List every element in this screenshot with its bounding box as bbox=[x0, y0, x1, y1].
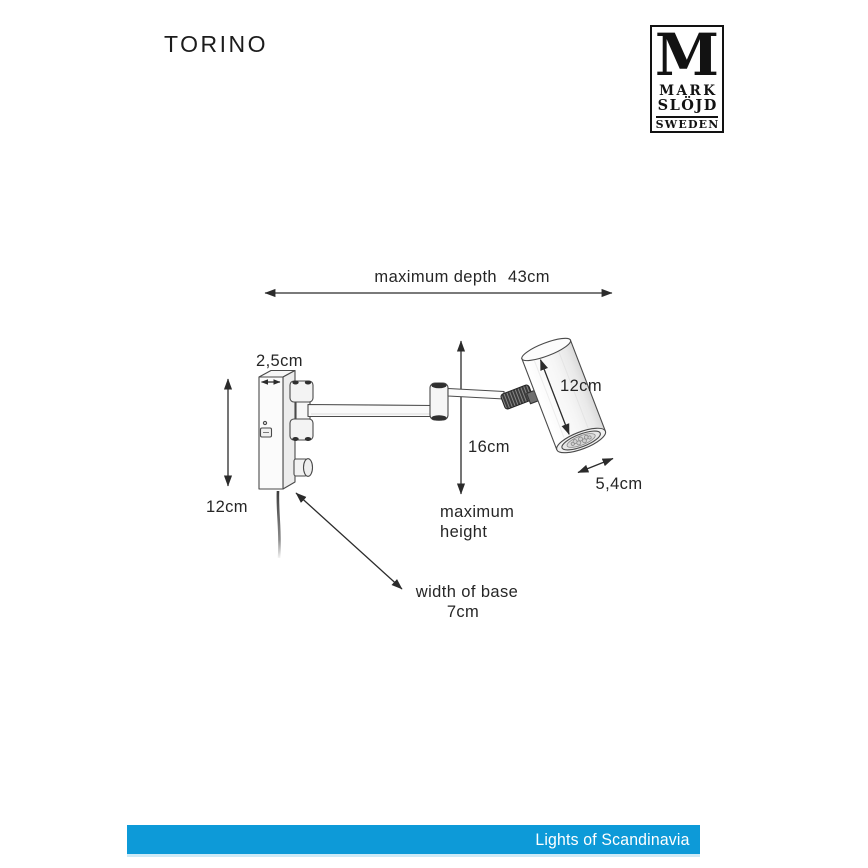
brand-logo: M MARK SLÖJD SWEDEN bbox=[650, 25, 724, 133]
max-height-caption-line2: height bbox=[440, 523, 487, 541]
logo-word-sweden: SWEDEN bbox=[655, 118, 720, 131]
head-length-arrow bbox=[539, 359, 570, 435]
bulb-face bbox=[566, 433, 596, 448]
power-cord bbox=[276, 490, 281, 559]
base-depth-value: 2,5cm bbox=[256, 352, 303, 370]
base-hinge bbox=[289, 380, 314, 441]
base-width-arrow bbox=[295, 492, 403, 590]
max-height-caption-line1: maximum bbox=[440, 503, 514, 521]
logo-divider bbox=[656, 116, 718, 118]
head-diameter-value: 5,4cm bbox=[596, 475, 643, 493]
logo-word-slojd: SLÖJD bbox=[657, 97, 718, 114]
swing-arm-rod bbox=[447, 387, 505, 400]
head-length-value: 12cm bbox=[560, 377, 602, 395]
swing-arm-pivot bbox=[429, 382, 449, 421]
max-height-value: 16cm bbox=[468, 438, 510, 456]
logo-monogram: M bbox=[654, 21, 720, 89]
base-height-value: 12cm bbox=[206, 498, 248, 516]
screw-detail bbox=[262, 420, 268, 426]
logo-word-mark: MARK bbox=[659, 83, 718, 99]
head-diameter-arrow bbox=[577, 457, 614, 474]
base-width-value: 7cm bbox=[447, 603, 479, 621]
wall-lamp-drawing bbox=[258, 337, 607, 559]
page-title: TORINO bbox=[164, 31, 269, 57]
footer-bar: Lights of Scandinavia bbox=[127, 825, 700, 857]
base-width-label: width of base bbox=[415, 583, 518, 601]
max-depth-label: maximum depth bbox=[374, 268, 497, 286]
swing-arm-lower bbox=[307, 403, 435, 418]
max-depth-value: 43cm bbox=[508, 268, 550, 286]
footer-brand-text: Lights of Scandinavia bbox=[535, 830, 690, 849]
